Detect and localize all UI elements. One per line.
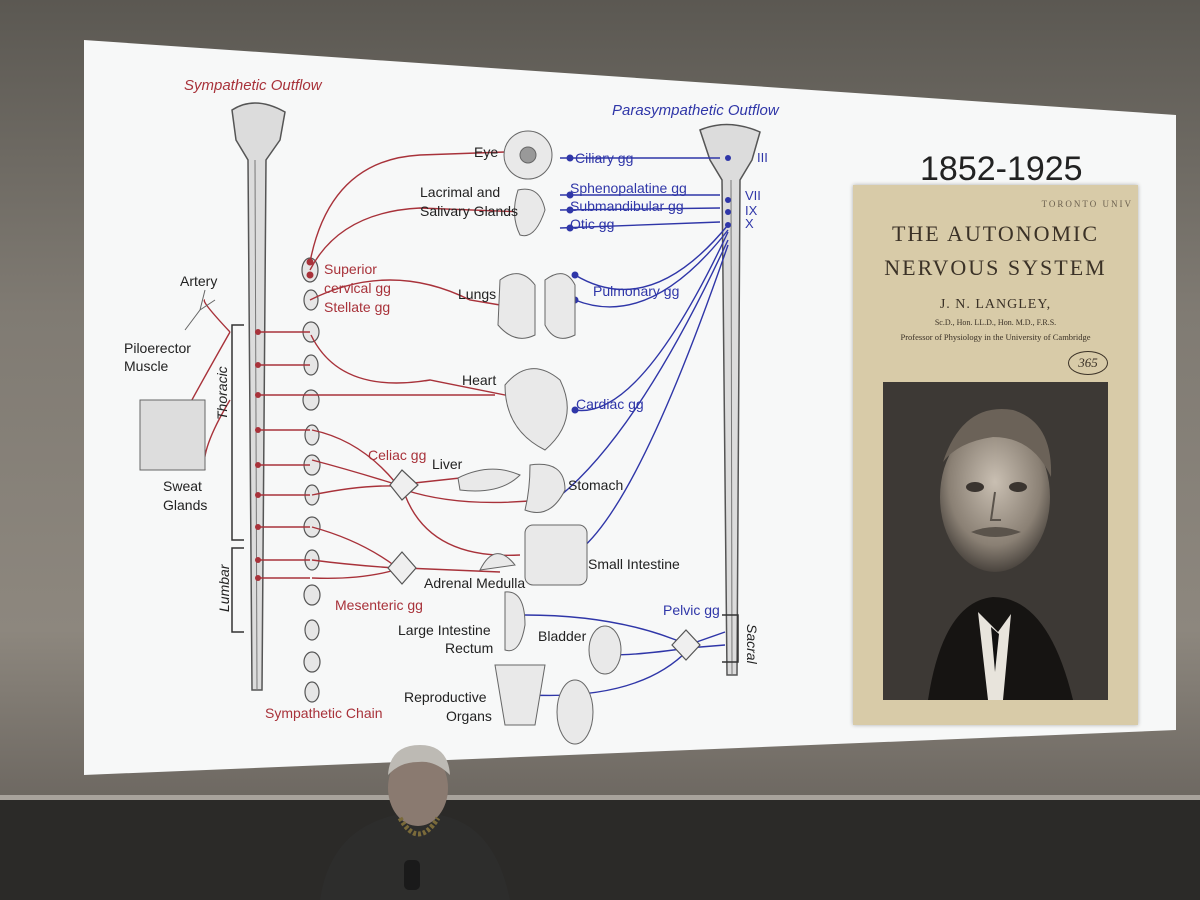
submandibular-gg-label: Submandibular gg (570, 198, 684, 214)
nerve-VII-label: VII (745, 188, 761, 204)
cervical-gg-label: cervical gg (324, 280, 391, 296)
book-title-line-2: NERVOUS SYSTEM (853, 255, 1138, 281)
right-lung-drawing (545, 274, 575, 339)
bladder-label: Bladder (538, 628, 586, 644)
superior-cervical-label: Superior (324, 261, 377, 277)
sympathetic-chain-beads (302, 258, 320, 702)
mesenteric-gg-label: Mesenteric gg (335, 597, 423, 613)
portrait-drawing (883, 382, 1108, 700)
book-cover: TORONTO UNIV THE AUTONOMIC NERVOUS SYSTE… (853, 185, 1138, 725)
adrenal-medulla-label: Adrenal Medulla (424, 575, 525, 591)
lumbar-label: Lumbar (216, 565, 232, 612)
sphenopalatine-gg-label: Sphenopalatine gg (570, 180, 687, 196)
stellate-gg-label: Stellate gg (324, 299, 390, 315)
lacrimal-label-2: Salivary Glands (420, 203, 518, 219)
sympathetic-outflow-title: Sympathetic Outflow (184, 78, 322, 94)
celiac-gg-label: Celiac gg (368, 447, 426, 463)
artery-label: Artery (180, 273, 217, 289)
left-lung-drawing (498, 274, 535, 339)
thoracic-label: Thoracic (214, 366, 230, 420)
bladder-drawing (589, 626, 621, 674)
speaker-silhouette (320, 740, 510, 900)
sweat-glands-label-2: Glands (163, 497, 207, 513)
reproductive-label-2: Organs (446, 708, 492, 724)
liver-label: Liver (432, 456, 462, 472)
stomach-label: Stomach (568, 477, 623, 493)
eye-label: Eye (474, 144, 498, 160)
intestine-drawing (525, 525, 587, 585)
skin-drawing (140, 400, 205, 470)
large-intestine-label-1: Large Intestine (398, 622, 491, 638)
sacral-label: Sacral (744, 624, 760, 664)
reproductive-label-1: Reproductive (404, 689, 487, 705)
otic-gg-label: Otic gg (570, 216, 614, 232)
large-intestine-label-2: Rectum (445, 640, 493, 656)
nerve-III-label: III (757, 150, 768, 166)
gland-drawing (514, 189, 545, 236)
reproductive-drawing-1 (495, 665, 545, 725)
nerve-X-label: X (745, 216, 754, 232)
heart-label: Heart (462, 372, 496, 388)
sympathetic-chain-label: Sympathetic Chain (265, 705, 383, 721)
parasympathetic-outflow-title: Parasympathetic Outflow (612, 103, 779, 119)
ciliary-gg-label: Ciliary gg (575, 150, 633, 166)
reproductive-drawing-2 (557, 680, 593, 744)
book-author-position: Professor of Physiology in the Universit… (853, 332, 1138, 342)
liver-drawing (458, 469, 520, 491)
langley-portrait (883, 382, 1108, 700)
library-stamp: TORONTO UNIV (913, 199, 1133, 209)
pelvic-gg-label: Pelvic gg (663, 602, 720, 618)
cardiac-gg-label: Cardiac gg (576, 396, 644, 412)
heart-drawing (505, 369, 567, 450)
lungs-label: Lungs (458, 286, 496, 302)
organ-drawings (140, 131, 621, 744)
piloerector-label-2: Muscle (124, 358, 168, 374)
piloerector-label-1: Piloerector (124, 340, 191, 356)
adrenal-drawing (480, 554, 515, 570)
pulmonary-gg-label: Pulmonary gg (593, 283, 679, 299)
handwritten-number: 365 (1068, 351, 1108, 375)
book-author: J. N. LANGLEY, (853, 297, 1138, 313)
sweat-glands-label-1: Sweat (163, 478, 202, 494)
large-intestine-drawing (505, 592, 525, 651)
book-title-line-1: THE AUTONOMIC (853, 221, 1138, 247)
stomach-drawing (525, 464, 565, 512)
lifespan-years: 1852-1925 (920, 150, 1083, 189)
small-intestine-label: Small Intestine (588, 556, 680, 572)
lacrimal-label-1: Lacrimal and (420, 184, 500, 200)
book-degrees: Sc.D., Hon. LL.D., Hon. M.D., F.R.S. (853, 318, 1138, 327)
